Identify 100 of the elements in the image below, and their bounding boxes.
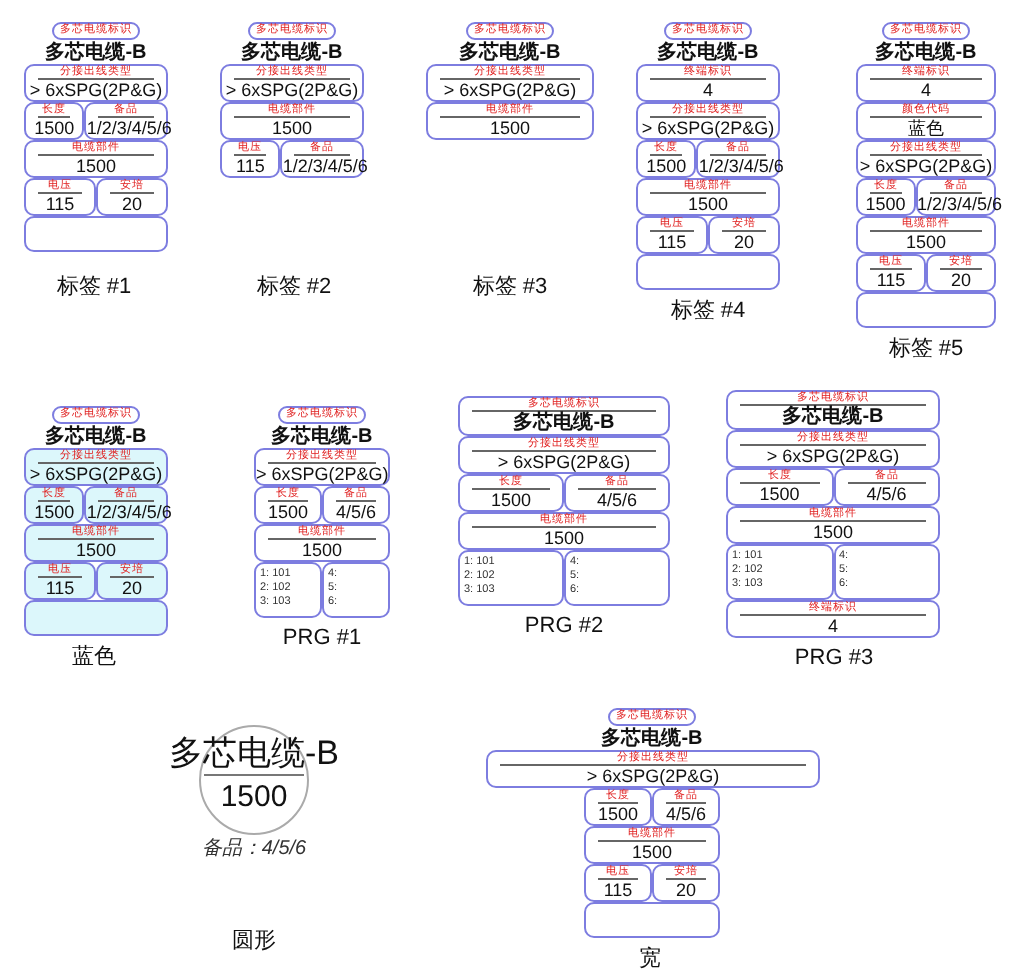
- empty-box: [636, 254, 780, 290]
- field-box: [636, 64, 780, 102]
- caption: PRG #1: [282, 626, 362, 650]
- field-box: [833, 468, 940, 506]
- field-box: [96, 178, 168, 216]
- empty-box: [24, 600, 168, 636]
- cable-name: 多芯电缆-B: [43, 42, 149, 64]
- field-box: [696, 140, 780, 178]
- field-box: [24, 64, 168, 102]
- field-value: > 6xSPG(2P&G): [256, 464, 388, 484]
- field-box: [220, 64, 364, 102]
- field-value: 1500: [810, 522, 856, 542]
- field-value: 115: [233, 156, 267, 176]
- field-box: [84, 486, 168, 524]
- field-box: [24, 448, 168, 486]
- caption: 标签 #3: [472, 273, 548, 301]
- field-box: [426, 64, 594, 102]
- field-box: [24, 178, 96, 216]
- field-value: > 6xSPG(2P&G): [584, 766, 722, 786]
- field-box: [726, 600, 940, 638]
- field-value: 1500: [757, 484, 802, 504]
- field-value: 1/2/3/4/5/6: [698, 156, 778, 176]
- field-box: [564, 474, 670, 512]
- field-box: [24, 486, 85, 524]
- field-box: [280, 140, 364, 178]
- field-box: [24, 562, 96, 600]
- caption: PRG #2: [524, 614, 604, 638]
- field-value: 1500: [32, 118, 77, 138]
- field-value: 115: [43, 578, 77, 598]
- list-cell: [833, 544, 940, 600]
- field-value: 4: [825, 616, 840, 636]
- field-box: [84, 102, 168, 140]
- field-value: 1500: [218, 780, 290, 814]
- note-text: 备品：4/5/6: [199, 838, 309, 862]
- field-value: > 6xSPG(2P&G): [223, 80, 361, 100]
- field-box: [856, 64, 996, 102]
- field-value: 4: [700, 80, 715, 100]
- field-box: [220, 140, 281, 178]
- field-value: > 6xSPG(2P&G): [639, 118, 777, 138]
- list-cell: [564, 550, 670, 606]
- caption: 蓝色: [72, 643, 116, 671]
- field-box: [584, 864, 652, 902]
- field-value: 4/5/6: [663, 804, 709, 824]
- field-box: [652, 864, 720, 902]
- field-box: [254, 448, 390, 486]
- cable-name: 多芯电缆-B: [511, 412, 617, 434]
- list-cell: [254, 562, 322, 618]
- field-value: 20: [731, 232, 756, 252]
- field-box: [856, 178, 915, 216]
- list-cell: [458, 550, 564, 606]
- field-value: 1500: [32, 502, 77, 522]
- field-box: [24, 102, 85, 140]
- cable-name: 多芯电缆-B: [655, 42, 761, 64]
- field-box: [856, 254, 926, 292]
- field-box: [254, 486, 322, 524]
- field-value: 1500: [685, 194, 731, 214]
- field-value: 4/5/6: [333, 502, 379, 522]
- field-value: 1500: [644, 156, 689, 176]
- caption: 圆形: [232, 927, 276, 955]
- empty-box: [584, 902, 720, 938]
- list-cell: [322, 562, 390, 618]
- caption: PRG #3: [794, 646, 874, 670]
- empty-box: [856, 292, 996, 328]
- field-value: 1500: [265, 502, 311, 522]
- field-box: [726, 430, 940, 468]
- cable-name: 多芯电缆-B: [457, 42, 563, 64]
- field-box: [24, 140, 168, 178]
- field-value: > 6xSPG(2P&G): [27, 80, 165, 100]
- field-value: 20: [948, 270, 973, 290]
- field-box: [220, 102, 364, 140]
- field-box: [856, 216, 996, 254]
- header-box: [726, 390, 940, 430]
- field-value: 20: [119, 578, 144, 598]
- field-box: [254, 524, 390, 562]
- field-value: > 6xSPG(2P&G): [441, 80, 579, 100]
- field-value: 1500: [487, 118, 533, 138]
- field-box: [24, 524, 168, 562]
- cable-name: 多芯电缆-B: [269, 426, 375, 448]
- field-value: 4/5/6: [864, 484, 909, 504]
- field-value: 蓝色: [906, 118, 946, 138]
- cable-name: 多芯电缆-B: [43, 426, 149, 448]
- field-value: > 6xSPG(2P&G): [858, 156, 994, 176]
- field-value: 1500: [629, 842, 674, 862]
- empty-box: [24, 216, 168, 252]
- field-box: [458, 474, 564, 512]
- field-value: 4: [918, 80, 933, 100]
- field-value: 115: [655, 232, 689, 252]
- caption: 标签 #1: [56, 273, 132, 301]
- cable-name: 多芯电缆-B: [167, 734, 341, 772]
- field-value: 1500: [269, 118, 315, 138]
- field-value: 1500: [863, 194, 908, 214]
- field-value: 20: [119, 194, 144, 214]
- field-value: 4/5/6: [594, 490, 640, 510]
- field-value: 115: [601, 880, 635, 900]
- field-value: > 6xSPG(2P&G): [495, 452, 633, 472]
- field-box: [636, 178, 780, 216]
- field-value: 1500: [903, 232, 949, 252]
- field-box: [486, 750, 820, 788]
- caption: 标签 #2: [256, 273, 332, 301]
- field-value: 115: [874, 270, 908, 290]
